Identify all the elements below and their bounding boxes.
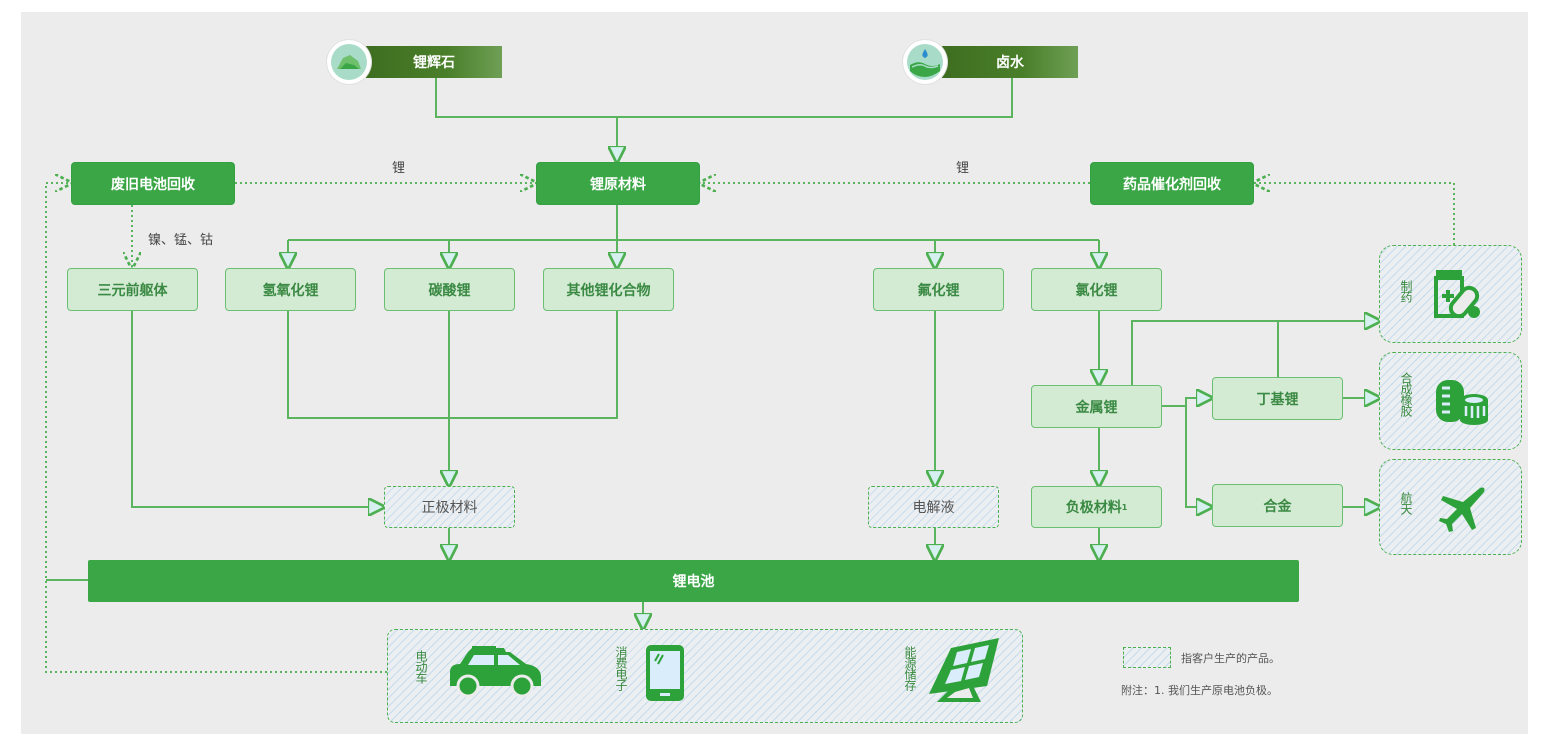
side-use-aerospace-label: 航天 (1399, 492, 1413, 514)
pharma-catalyst-recycling-node: 药品催化剂回收 (1090, 162, 1254, 205)
source-spodumene-label: 锂辉石 (413, 55, 455, 71)
water-drop-icon (903, 40, 947, 84)
lithium-carbonate-label: 碳酸锂 (428, 282, 471, 299)
lithium-battery-label: 锂电池 (672, 574, 715, 590)
aerospace-use-box (1379, 459, 1522, 555)
alloy-node: 合金 (1212, 484, 1343, 527)
lithium-hydroxide-label: 氢氧化锂 (262, 282, 319, 299)
legend-hatched-swatch (1123, 647, 1171, 668)
pharma-use-box (1379, 245, 1522, 343)
electrolyte-label: 电解液 (912, 500, 955, 516)
cathode-label: 正极材料 (421, 500, 478, 516)
edge-label-lithium-right: 锂 (956, 161, 970, 176)
edge-spodumene-raw (435, 78, 1013, 118)
source-spodumene: 锂辉石 (366, 46, 502, 78)
edge-pharma-to-recycle (1254, 183, 1455, 245)
battery-recycling-label: 废旧电池回收 (111, 176, 195, 193)
footnote-ref: 1 (1121, 502, 1128, 512)
source-brine: 卤水 (942, 46, 1078, 78)
legend-hatched-text: 指客户生产的产品。 (1181, 652, 1280, 665)
synthetic-rubber-use-box (1379, 352, 1522, 450)
alloy-label: 合金 (1263, 498, 1292, 515)
pharma-recycling-label: 药品催化剂回收 (1123, 176, 1221, 193)
side-use-pharma-label: 制药 (1399, 280, 1413, 302)
cathode-material-node: 正极材料 (384, 486, 515, 528)
butyl-lithium-node: 丁基锂 (1212, 377, 1343, 420)
lithium-fluoride-node: 氟化锂 (873, 268, 1004, 311)
side-use-rubber-label: 合成橡胶 (1399, 372, 1413, 416)
lithium-metal-label: 金属锂 (1075, 399, 1118, 416)
ternary-precursor-label: 三元前躯体 (97, 282, 168, 299)
lithium-hydroxide-node: 氢氧化锂 (225, 268, 356, 311)
raw-material-label: 锂原材料 (590, 176, 646, 193)
footnote-text: 附注：1. 我们生产原电池负极。 (1121, 684, 1278, 697)
edge-label-lithium-left: 锂 (392, 161, 406, 176)
diagram-panel (21, 12, 1528, 734)
electrolyte-node: 电解液 (868, 486, 999, 528)
end-use-ev-label: 电动车 (414, 650, 428, 683)
lithium-battery-node: 锂电池 (88, 560, 1299, 602)
battery-recycling-node: 废旧电池回收 (71, 162, 235, 205)
lithium-metal-node: 金属锂 (1031, 385, 1162, 428)
raw-material-node: 锂原材料 (536, 162, 700, 205)
car-icon (446, 646, 544, 704)
lithium-chloride-label: 氯化锂 (1075, 282, 1118, 299)
ternary-precursor-node: 三元前躯体 (67, 268, 198, 311)
end-use-energy-storage-label: 能源储存 (903, 646, 917, 690)
edge-label-nickel-manganese-cobalt: 镍、锰、钴 (148, 233, 214, 248)
lithium-fluoride-label: 氟化锂 (917, 282, 960, 299)
lithium-chloride-node: 氯化锂 (1031, 268, 1162, 311)
mineral-rock-icon (327, 40, 371, 84)
medicine-icon (1430, 268, 1484, 324)
solar-panel-icon (927, 636, 1001, 708)
source-brine-label: 卤水 (996, 55, 1024, 71)
other-lithium-compounds-node: 其他锂化合物 (543, 268, 674, 311)
edge-enduse-to-battery-recycle (45, 183, 387, 673)
butyl-lithium-label: 丁基锂 (1256, 391, 1299, 408)
airplane-icon (1438, 484, 1488, 538)
smartphone-icon (644, 643, 686, 707)
tire-icon (1432, 378, 1490, 430)
anode-label: 负极材料 (1065, 500, 1122, 516)
end-use-consumer-electronics-label: 消费电子 (614, 646, 628, 690)
other-compounds-label: 其他锂化合物 (566, 282, 651, 299)
lithium-carbonate-node: 碳酸锂 (384, 268, 515, 311)
